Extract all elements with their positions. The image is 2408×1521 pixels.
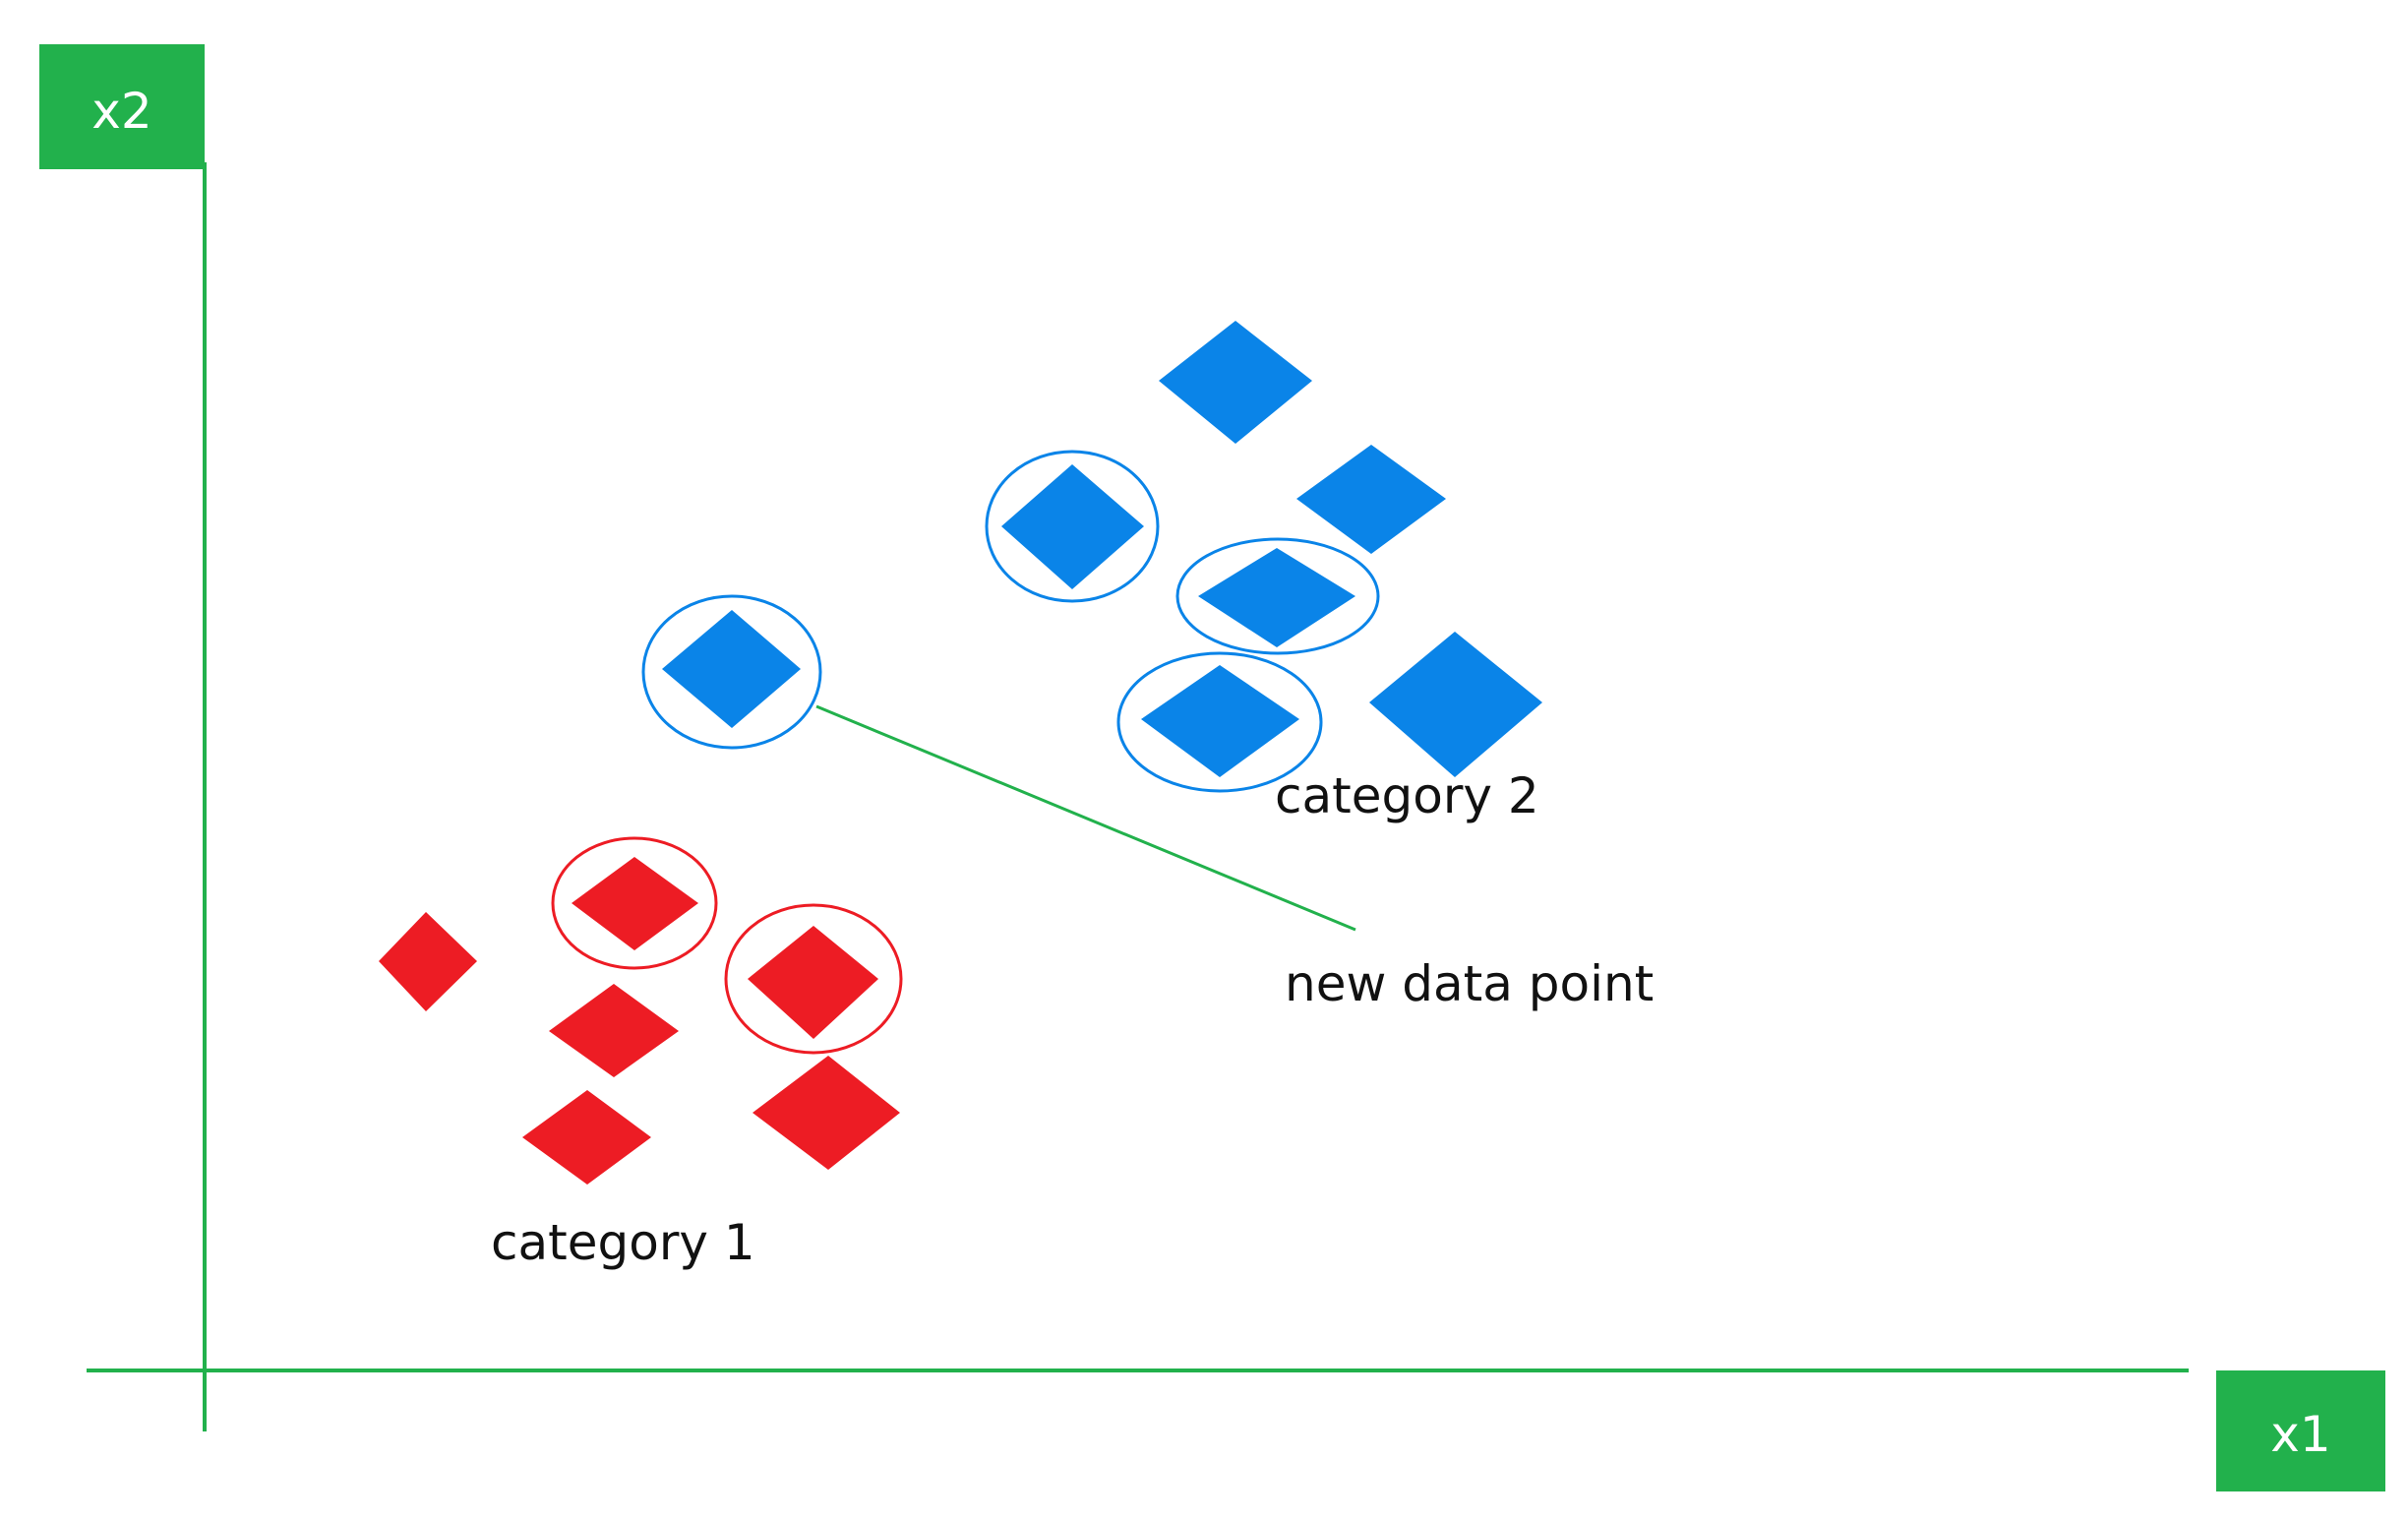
new-data-point-highlight-circle xyxy=(641,594,822,750)
category-2-point xyxy=(1141,665,1299,777)
category-1-point xyxy=(522,1090,651,1185)
y-axis-badge: x2 xyxy=(39,44,205,169)
x-axis-badge: x1 xyxy=(2216,1370,2385,1491)
category-2-point xyxy=(1001,464,1144,589)
x-axis-badge-box xyxy=(2216,1370,2385,1491)
category-2-highlight-circle xyxy=(985,450,1160,603)
new-data-point-group: new data point xyxy=(641,594,1654,1012)
category-2-point xyxy=(1369,632,1542,777)
category-1-point xyxy=(752,1056,900,1170)
category-1-highlight-circle xyxy=(551,836,718,970)
category-1-group: category 1 xyxy=(379,836,903,1271)
new-point-connector xyxy=(815,704,1356,932)
category-2-label: category 2 xyxy=(1275,767,1539,824)
x-axis-label: x1 xyxy=(2270,1406,2330,1463)
category-2-point xyxy=(1296,445,1446,554)
category-1-point xyxy=(379,912,477,1011)
category-2-point xyxy=(1198,548,1355,647)
category-1-label: category 1 xyxy=(491,1214,755,1271)
category-1-point xyxy=(572,857,698,950)
category-1-point xyxy=(549,984,679,1077)
category-2-point xyxy=(1159,321,1312,444)
category-1-highlight-circle xyxy=(724,903,903,1055)
category-2-highlight-circle xyxy=(1175,537,1380,655)
y-axis-badge-box xyxy=(39,44,205,169)
y-axis-label: x2 xyxy=(91,83,151,140)
category-1-point xyxy=(748,926,878,1039)
axes: x2 x1 xyxy=(39,44,2385,1491)
new-data-point xyxy=(662,610,801,728)
new-data-point-label: new data point xyxy=(1285,955,1654,1012)
category-2-group: category 2 xyxy=(985,321,1542,824)
category-2-highlight-circle xyxy=(1116,651,1323,793)
